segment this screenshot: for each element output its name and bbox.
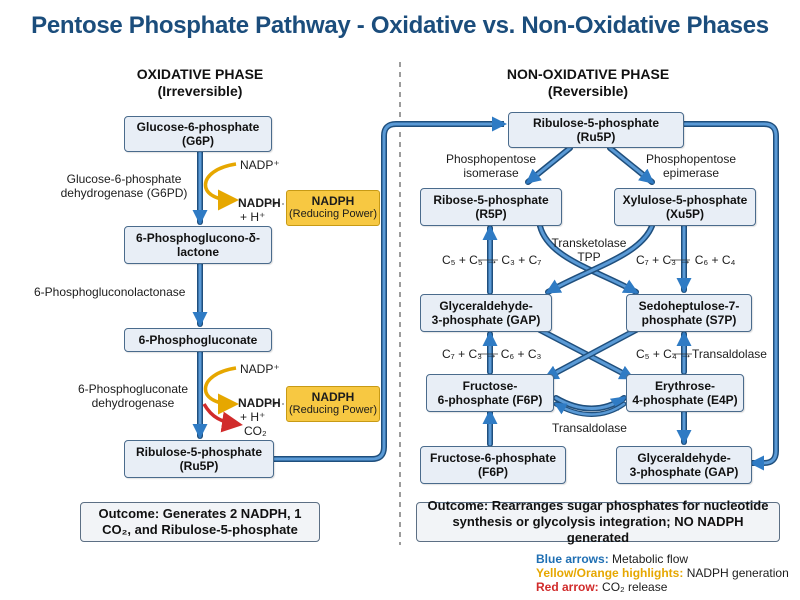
non-oxidative-flow-arrows <box>482 145 692 447</box>
legend-blue-key: Blue arrows: <box>536 552 609 566</box>
node-s7p: Sedoheptulose-7- phosphate (S7P) <box>626 294 752 332</box>
legend-red: Red arrow: CO₂ release <box>536 580 667 594</box>
legend-yellow: Yellow/Orange highlights: NADPH generati… <box>536 566 789 580</box>
h-plus-1: + H⁺ <box>240 210 266 224</box>
nadph-curve-1 <box>203 162 239 211</box>
node-ru5p-non-oxidative: Ribulose-5-phosphate (Ru5P) <box>508 112 684 148</box>
legend-red-text: CO₂ release <box>598 580 668 594</box>
enzyme-transaldolase-bottom: Transaldolase <box>552 421 627 435</box>
non-oxidative-heading: NON-OXIDATIVE PHASE (Reversible) <box>488 66 688 100</box>
page-title: Pentose Phosphate Pathway - Oxidative vs… <box>31 12 769 39</box>
non-oxidative-heading-text: NON-OXIDATIVE PHASE <box>506 66 670 82</box>
nadph-badge-2: NADPH (Reducing Power) <box>286 386 380 422</box>
oxidative-subheading: (Irreversible) <box>157 83 243 99</box>
node-6-phosphogluconate: 6-Phosphogluconate <box>124 328 272 352</box>
enzyme-transketolase: Transketolase TPP <box>551 236 627 264</box>
node-f6p-final: Fructose-6-phosphate (F6P) <box>420 446 566 484</box>
node-gap-final: Glyceraldehyde- 3-phosphate (GAP) <box>616 446 752 484</box>
nadph-badge-1: NADPH (Reducing Power) <box>286 190 380 226</box>
node-g6p: Glucose-6-phosphate (G6P) <box>124 116 272 152</box>
oxidative-outcome: Outcome: Generates 2 NADPH, 1 CO₂, and R… <box>80 502 320 542</box>
equation-right-mid: C₅ + C₄ → <box>636 347 693 361</box>
node-gap: Glyceraldehyde- 3-phosphate (GAP) <box>420 294 552 332</box>
enzyme-lactonase: 6-Phosphogluconolactonase <box>34 285 186 299</box>
non-oxidative-subheading: (Reversible) <box>547 83 629 99</box>
equation-right-top: C₇ + C₃ → C₆ + C₄ <box>636 253 736 267</box>
node-f6p: Fructose- 6-phosphate (F6P) <box>426 374 554 412</box>
co2-arrow <box>202 403 243 433</box>
legend-red-key: Red arrow: <box>536 580 599 594</box>
equation-left-top: C₅ + C₅ → C₃ + C₇ <box>442 253 542 267</box>
node-e4p: Erythrose- 4-phosphate (E4P) <box>626 374 744 412</box>
enzyme-transaldolase-right: Transaldolase <box>692 347 767 361</box>
non-oxidative-outcome: Outcome: Rearranges sugar phosphates for… <box>416 498 780 545</box>
co2-label: CO₂ <box>244 424 267 438</box>
enzyme-epimerase: Phosphopentose epimerase <box>645 152 737 180</box>
h-plus-2: + H⁺ <box>240 410 266 424</box>
nadp-plus-2: NADP⁺ <box>240 362 280 376</box>
oxidative-heading: OXIDATIVE PHASE (Irreversible) <box>100 66 300 100</box>
enzyme-g6pd: Glucose-6-phosphate dehydrogenase (G6PD) <box>60 172 188 200</box>
nadph-2: NADPH <box>238 396 281 410</box>
legend-blue: Blue arrows: Metabolic flow <box>536 552 688 566</box>
legend-yellow-text: NADPH generation <box>683 566 789 580</box>
legend-yellow-key: Yellow/Orange highlights: <box>536 566 684 580</box>
enzyme-pgd: 6-Phosphogluconate dehydrogenase <box>77 382 189 410</box>
nadph-1: NADPH <box>238 196 281 210</box>
nadp-plus-1: NADP⁺ <box>240 158 280 172</box>
equation-left-mid: C₇ + C₃ → C₆ + C₃ <box>442 347 542 361</box>
node-ru5p-oxidative: Ribulose-5-phosphate (Ru5P) <box>124 440 274 478</box>
oxidative-heading-text: OXIDATIVE PHASE <box>136 66 264 82</box>
node-xu5p: Xylulose-5-phosphate (Xu5P) <box>614 188 756 226</box>
nadph-curve-2 <box>203 366 239 415</box>
legend-blue-text: Metabolic flow <box>608 552 689 566</box>
node-r5p: Ribose-5-phosphate (R5P) <box>420 188 562 226</box>
enzyme-isomerase: Phosphopentose isomerase <box>445 152 537 180</box>
node-lactone: 6-Phosphoglucono-δ- lactone <box>124 226 272 264</box>
